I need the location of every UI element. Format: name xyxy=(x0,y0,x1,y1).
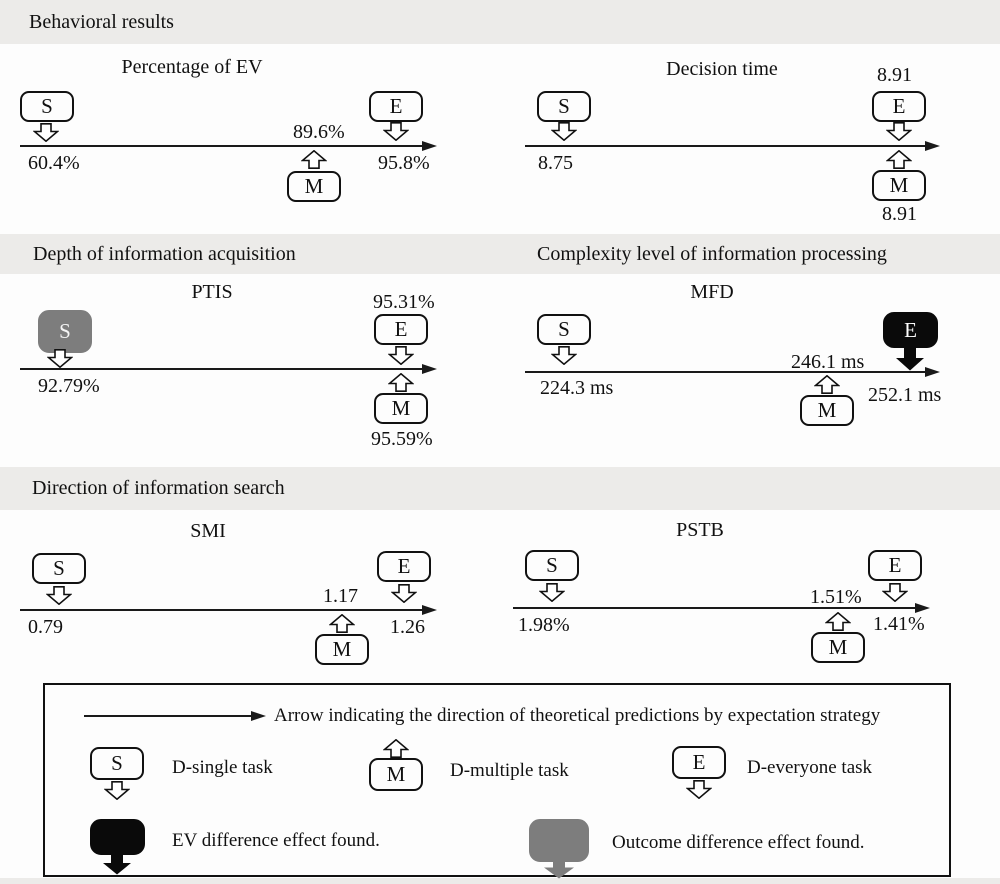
task-box-e: E xyxy=(369,91,423,122)
legend-m-text: D-multiple task xyxy=(450,760,569,781)
legend-arrow-line xyxy=(84,715,251,717)
task-box-e-ev-effect: E xyxy=(883,312,938,348)
hollow-up-arrow-icon xyxy=(813,374,841,395)
hollow-down-arrow-icon xyxy=(103,781,131,801)
hollow-up-arrow-icon xyxy=(328,613,356,634)
panel-title: Percentage of EV xyxy=(121,56,263,78)
hollow-down-arrow-icon xyxy=(390,584,418,604)
task-box-s: S xyxy=(20,91,74,122)
hollow-up-arrow-icon xyxy=(387,372,415,393)
legend-s-text: D-single task xyxy=(172,757,273,778)
number-line xyxy=(525,371,925,373)
section-band-middle: Depth of information acquisition Complex… xyxy=(0,234,1000,274)
hollow-up-arrow-icon xyxy=(300,149,328,170)
legend-task-box-e: E xyxy=(672,746,726,779)
task-box-e: E xyxy=(872,91,926,122)
hollow-up-arrow-icon xyxy=(885,149,913,170)
hollow-down-arrow-icon xyxy=(538,583,566,603)
hollow-down-arrow-icon xyxy=(32,123,60,143)
task-box-s: S xyxy=(537,314,591,345)
solid-down-arrow-icon xyxy=(102,853,132,875)
hollow-up-arrow-icon xyxy=(824,611,852,632)
task-box-s-outcome-effect: S xyxy=(38,310,92,353)
e-value: 1.41% xyxy=(873,613,925,635)
section-title-behavioral: Behavioral results xyxy=(29,11,174,33)
number-line xyxy=(513,607,915,609)
hollow-down-arrow-icon xyxy=(881,583,909,603)
e-value: 95.8% xyxy=(378,152,430,174)
hollow-down-arrow-icon xyxy=(387,346,415,366)
task-box-e: E xyxy=(377,551,431,582)
e-value: 8.91 xyxy=(877,64,912,86)
panel-title: SMI xyxy=(190,520,226,542)
bottom-strip xyxy=(0,878,1000,884)
legend: Arrow indicating the direction of theore… xyxy=(43,683,951,879)
number-line xyxy=(525,145,925,147)
e-value: 95.31% xyxy=(373,291,435,313)
panel-title: MFD xyxy=(690,281,734,303)
number-line-arrowhead xyxy=(422,141,437,151)
s-value: 224.3 ms xyxy=(540,377,614,399)
number-line-arrowhead xyxy=(925,367,940,377)
hollow-up-arrow-icon xyxy=(382,738,410,759)
task-box-e: E xyxy=(868,550,922,581)
legend-black-box xyxy=(90,819,145,855)
m-value: 246.1 ms xyxy=(791,351,865,373)
hollow-down-arrow-icon xyxy=(382,122,410,142)
task-box-e: E xyxy=(374,314,428,345)
hollow-down-arrow-icon xyxy=(885,122,913,142)
s-value: 1.98% xyxy=(518,614,570,636)
task-box-m: M xyxy=(872,170,926,201)
m-value: 1.17 xyxy=(323,585,358,607)
task-box-m: M xyxy=(287,171,341,202)
section-title-direction: Direction of information search xyxy=(32,477,285,499)
solid-down-arrow-gray-icon xyxy=(543,859,575,879)
s-value: 92.79% xyxy=(38,375,100,397)
legend-black-text: EV difference effect found. xyxy=(172,830,380,851)
legend-task-box-m: M xyxy=(369,758,423,791)
section-band-behavioral: Behavioral results xyxy=(0,0,1000,44)
hollow-down-arrow-icon xyxy=(685,780,713,800)
section-band-direction: Direction of information search xyxy=(0,467,1000,510)
hollow-down-arrow-icon xyxy=(550,346,578,366)
section-title-depth: Depth of information acquisition xyxy=(33,243,296,265)
number-line-arrowhead xyxy=(915,603,930,613)
legend-gray-box xyxy=(529,819,589,862)
task-box-m: M xyxy=(800,395,854,426)
number-line xyxy=(20,368,422,370)
solid-down-arrow-icon xyxy=(895,347,925,371)
number-line xyxy=(20,609,422,611)
panel-title: PTIS xyxy=(191,281,233,303)
s-value: 60.4% xyxy=(28,152,80,174)
legend-gray-text: Outcome difference effect found. xyxy=(612,832,865,853)
m-value: 1.51% xyxy=(810,586,862,608)
panel-title: PSTB xyxy=(676,519,724,541)
legend-arrowhead xyxy=(251,711,266,721)
number-line-arrowhead xyxy=(422,364,437,374)
s-value: 8.75 xyxy=(538,152,573,174)
task-box-s: S xyxy=(525,550,579,581)
hollow-down-arrow-icon xyxy=(46,349,74,369)
legend-arrow-text: Arrow indicating the direction of theore… xyxy=(274,705,881,726)
number-line-arrowhead xyxy=(422,605,437,615)
m-value: 89.6% xyxy=(293,121,345,143)
panel-title: Decision time xyxy=(666,58,778,80)
task-box-s: S xyxy=(32,553,86,584)
task-box-m: M xyxy=(811,632,865,663)
hollow-down-arrow-icon xyxy=(45,586,73,606)
number-line xyxy=(20,145,422,147)
legend-task-box-s: S xyxy=(90,747,144,780)
s-value: 0.79 xyxy=(28,616,63,638)
e-value: 1.26 xyxy=(390,616,425,638)
m-value: 8.91 xyxy=(882,203,917,225)
task-box-m: M xyxy=(374,393,428,424)
hollow-down-arrow-icon xyxy=(550,122,578,142)
e-value: 252.1 ms xyxy=(868,384,942,406)
number-line-arrowhead xyxy=(925,141,940,151)
section-title-complexity: Complexity level of information processi… xyxy=(537,243,887,265)
legend-e-text: D-everyone task xyxy=(747,757,873,778)
task-box-s: S xyxy=(537,91,591,122)
m-value: 95.59% xyxy=(371,428,433,450)
task-box-m: M xyxy=(315,634,369,665)
